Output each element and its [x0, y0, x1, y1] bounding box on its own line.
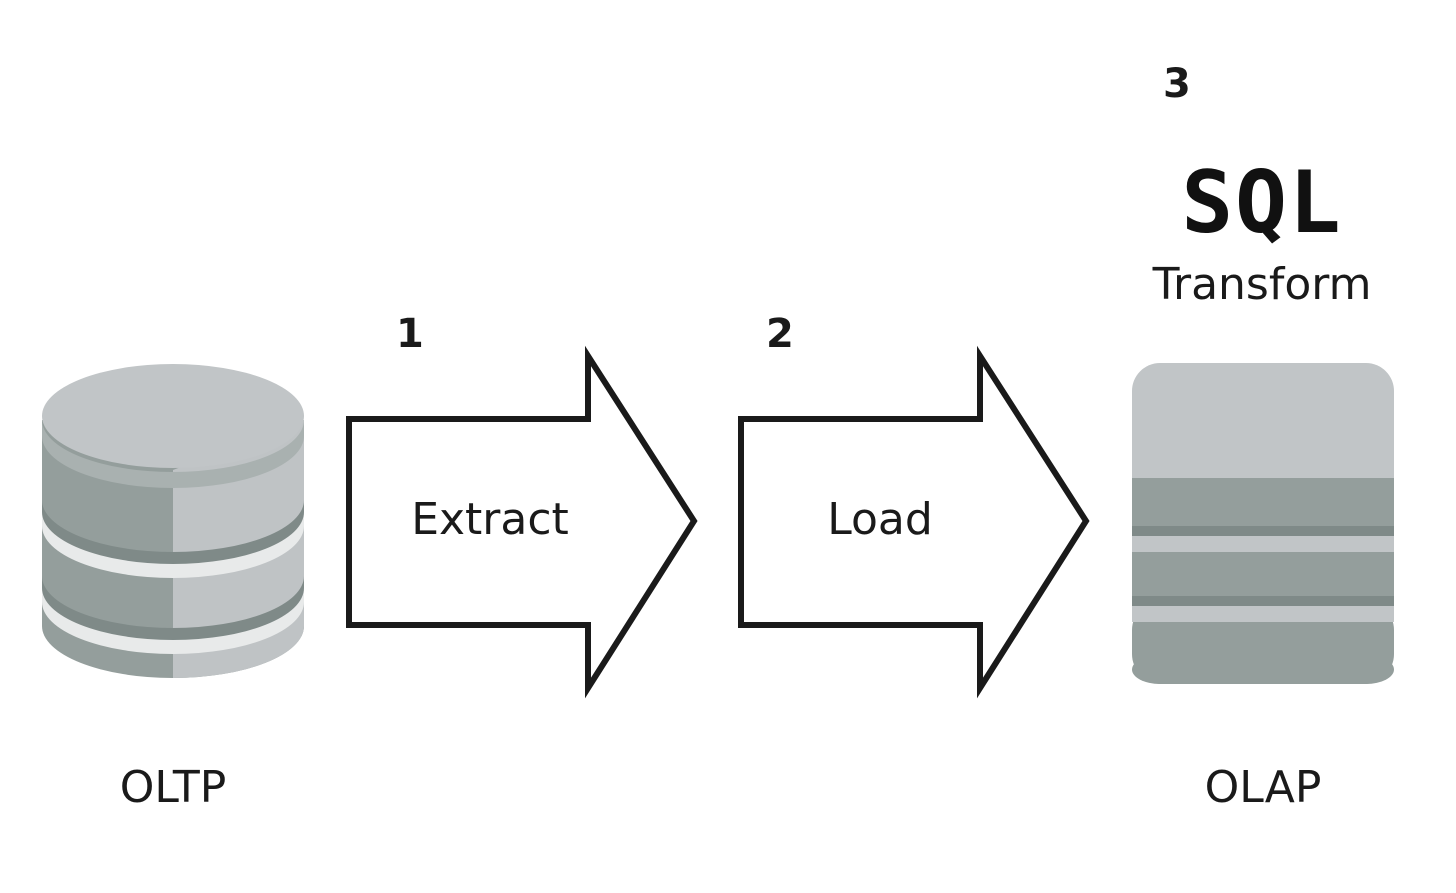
olap-label: OLAP — [1204, 762, 1322, 813]
load-arrow-icon — [738, 345, 1090, 699]
load-label: Load — [827, 494, 933, 545]
extract-arrow-icon — [346, 345, 698, 699]
step-number-2: 2 — [766, 311, 794, 357]
step-number-1: 1 — [396, 311, 424, 357]
sql-logo: SQL — [1181, 153, 1343, 253]
olap-database-icon — [1132, 363, 1394, 684]
oltp-database-icon — [42, 364, 304, 678]
step-number-3: 3 — [1163, 61, 1191, 107]
transform-label: Transform — [1152, 259, 1372, 310]
extract-label: Extract — [411, 494, 569, 545]
oltp-label: OLTP — [119, 762, 227, 813]
